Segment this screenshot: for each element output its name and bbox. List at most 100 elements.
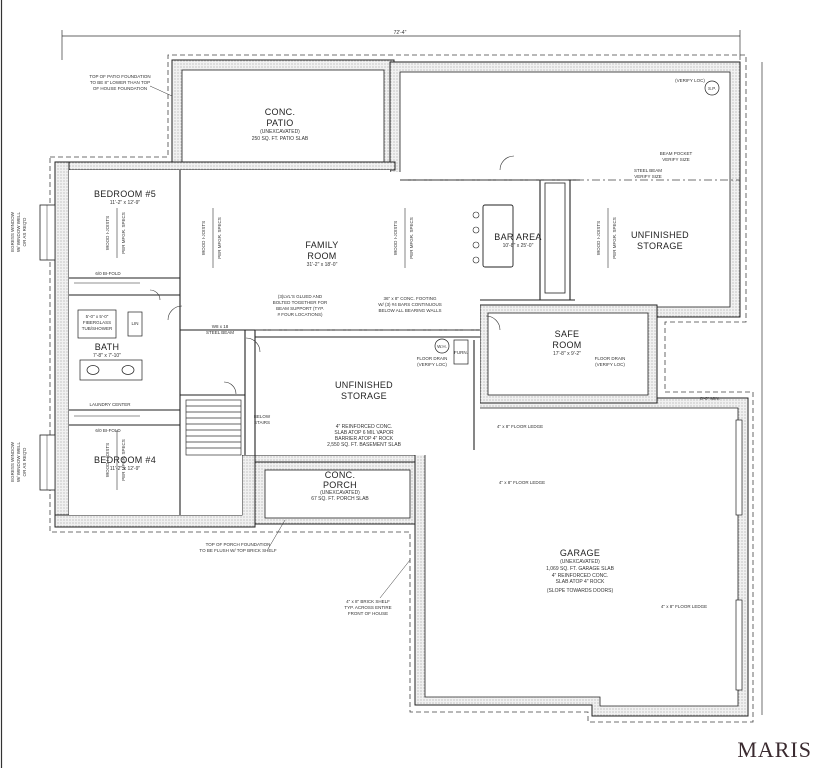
storage-east-name-2: STORAGE [637,241,683,251]
joist-note-d1: WOOD I-JOISTS [596,221,601,255]
mechanical [434,80,720,365]
storage-center-note-4: 2,550 SQ. FT. BASEMENT SLAB [327,442,401,448]
floor-drain-2: (VERIFY LOC) [417,362,447,367]
porch-name-1: CONC. [325,470,356,480]
bath-size: 7'-8" x 7'-10" [93,353,121,359]
patio-sub-1: (UNEXCAVATED) [260,129,300,135]
bifold-bottom: 6/0 BI-FOLD [95,428,121,433]
bedroom5-name: BEDROOM #5 [94,189,156,199]
water-heater-label: W.H. [437,344,447,349]
porch-foundation-2: TO BE FLUSH W/ TOP BRICK SHELF [199,548,276,553]
bar-island [472,204,514,268]
floor-drain-safe-2: (VERIFY LOC) [595,362,625,367]
garage-sub-1: (UNEXCAVATED) [560,559,600,565]
floor-drain-safe-1: FLOOR DRAIN [595,356,626,361]
footing-note-1: 36" x 8" CONC. FOOTING [384,296,437,301]
sp-label: S.P. [708,86,716,91]
footing-note-3: BELOW ALL BEARING WALLS [379,308,442,313]
storage-center-note-2: SLAB ATOP 6 MIL VAPOR [334,430,394,436]
egress-window-south [39,434,56,491]
egress-note-south-2: W/ WINDOW WELL [16,442,21,482]
below-stairs-1: BELOW [254,414,271,419]
egress-window-north [39,204,56,261]
storage-center-name-1: UNFINISHED [335,380,393,390]
watermark: MARIS [737,737,812,762]
storage-center-name-2: STORAGE [341,391,387,401]
footing-outlines [49,54,754,723]
beam-lines [255,179,740,331]
patio-foundation-note-2: TO BE 8" LOWER THAN TOP [90,80,150,85]
garage-doors [735,419,743,691]
tub-note-2: FIBERGLASS [83,320,111,325]
bifold-top: 6/0 BI-FOLD [95,271,121,276]
lvl-note-3: BEAM SUPPORT (TYP. [276,306,324,311]
joist-note-d2: PER MFGR. SPECS [612,217,617,259]
steel-beam-note-1: STEEL BEAM [634,168,662,173]
joist-note-a1: WOOD I-JOISTS [105,216,110,250]
joist-note-b1: WOOD I-JOISTS [201,221,206,255]
joist-note-e2: PER MFGR. SPECS [121,439,126,481]
egress-note-north-1: EGRESS WINDOW [10,211,15,252]
floor-ledge-2: 4" x 8" FLOOR LEDGE [499,480,545,485]
porch-sub-1: (UNEXCAVATED) [320,490,360,496]
floor-drain-1: FLOOR DRAIN [417,356,448,361]
steel-beam-center-2: STEEL BEAM [206,330,234,335]
joist-arrows [116,208,609,490]
below-stairs-2: STAIRS [254,420,270,425]
storage-east-name-1: UNFINISHED [631,230,689,240]
bedroom4-name: BEDROOM #4 [94,455,156,465]
beam-pocket-note-1: BEAM POCKET [660,151,693,156]
steel-beam-note-2: VERIFY SIZE [634,174,661,179]
joist-note-e1: WOOD I-JOISTS [105,443,110,477]
floor-ledge-3: 4" x 8" FLOOR LEDGE [661,604,707,609]
safe-room-name-1: SAFE [555,329,580,339]
garage-sub-5: (SLOPE TOWARDS DOORS) [547,588,614,594]
safe-room-size: 17'-8" x 9'-2" [553,351,581,357]
patio-foundation-note-1: TOP OF PATIO FOUNDATION [89,74,150,79]
patio-sub-2: 250 SQ. FT. PATIO SLAB [252,136,309,142]
floor-ledge-1: 4" x 8" FLOOR LEDGE [497,424,543,429]
garage-name: GARAGE [560,548,600,558]
brick-shelf-1: 4" x 8" BRICK SHELF [346,599,390,604]
furnace-label: FURN. [454,350,468,355]
safe-room-name-2: ROOM [552,340,581,350]
linen-label: LIN [131,321,138,326]
egress-note-south-1: EGRESS WINDOW [10,441,15,482]
lvl-note-4: # FOUR LOCATIONS) [278,312,323,317]
family-room-name-2: ROOM [307,251,336,261]
garage-sub-3: 4" REINFORCED CONC. [552,573,609,579]
tub-note-1: 5'-0" x 5'-0" [86,314,109,319]
family-room-size: 31'-2" x 18'-0" [307,262,338,268]
patio-foundation-note-3: OF HOUSE FOUNDATION [93,86,147,91]
joist-note-a2: PER MFGR. SPECS [121,212,126,254]
bar-area-name: BAR AREA [494,232,541,242]
footing-note-2: W/ (3) #4 BARS CONTINUOUS [378,302,442,307]
porch-foundation-1: TOP OF PORCH FOUNDATION [206,542,271,547]
bedroom5-size: 11'-2" x 12'-9" [110,200,141,206]
joist-note-b2: PER MFGR. SPECS [217,217,222,259]
porch-name-2: PORCH [323,480,357,490]
patio-name-2: PATIO [266,118,293,128]
laundry-label: LAUNDRY CENTER [89,402,131,407]
verify-loc-sp: (VERIFY LOC) [675,78,705,83]
joist-note-c1: WOOD I-JOISTS [393,221,398,255]
door-swings [149,155,515,395]
brick-shelf-3: FRONT OF HOUSE [348,611,388,616]
patio-name-1: CONC. [265,107,296,117]
garage-sub-4: SLAB ATOP 4" ROCK [556,579,605,585]
bath-name: BATH [95,342,120,352]
garage-sub-2: 1,069 SQ. FT. GARAGE SLAB [546,566,614,572]
overall-dimension: 72'-4" [61,30,741,60]
family-room-name-1: FAMILY [305,240,338,250]
overall-width-label: 72'-4" [394,30,407,36]
porch-sub-2: 67 SQ. FT. PORCH SLAB [311,496,369,502]
egress-note-north-2: W/ WINDOW WELL [16,212,21,252]
garage-min-dim: 8'-0" MIN. [700,396,720,401]
bar-area-size: 10'-8" x 25'-0" [503,243,534,249]
egress-note-north-3: OR AS REQ'D [22,217,27,247]
brick-shelf-2: TYP. ACROSS ENTIRE [344,605,391,610]
joist-note-c2: PER MFGR. SPECS [409,217,414,259]
lvl-note-1: (3)LVL'S GLUED AND [278,294,323,299]
bedroom4-size: 11'-2" x 12'-9" [110,466,141,472]
